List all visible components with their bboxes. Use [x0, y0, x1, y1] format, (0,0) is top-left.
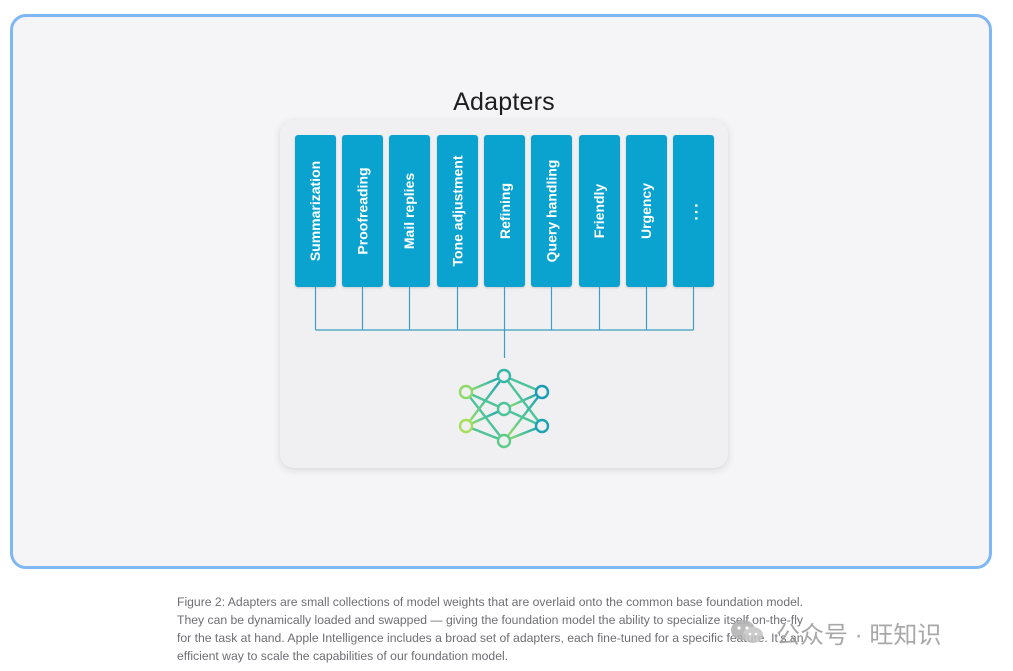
- neural-network-icon: [458, 368, 550, 449]
- adapter-tile-more: ...: [673, 135, 714, 287]
- caption-line: for the task at hand. Apple Intelligence…: [177, 631, 804, 645]
- wechat-icon: [731, 620, 763, 643]
- caption-line: Figure 2: Adapters are small collections…: [177, 595, 803, 609]
- adapter-tile-urgency: Urgency: [626, 135, 667, 287]
- adapter-tile-mail-replies: Mail replies: [389, 135, 430, 287]
- adapter-tiles: Summarization Proofreading Mail replies …: [295, 135, 715, 287]
- adapter-tile-proofreading: Proofreading: [342, 135, 383, 287]
- adapter-tile-friendly: Friendly: [579, 135, 620, 287]
- connector-lines: [314, 287, 695, 449]
- adapter-tile-tone-adjustment: Tone adjustment: [437, 135, 478, 287]
- adapter-tile-refining: Refining: [484, 135, 525, 287]
- adapters-card: Summarization Proofreading Mail replies …: [280, 120, 728, 468]
- adapter-tile-summarization: Summarization: [295, 135, 336, 287]
- figure-caption: Figure 2: Adapters are small collections…: [177, 593, 837, 665]
- watermark: 公众号 · 旺知识: [728, 612, 988, 652]
- caption-line: They can be dynamically loaded and swapp…: [177, 613, 803, 627]
- watermark-text: 公众号 · 旺知识: [776, 621, 942, 649]
- adapter-tile-query-handling: Query handling: [531, 135, 572, 287]
- caption-line: efficient way to scale the capabilities …: [177, 649, 509, 663]
- diagram-title: Adapters: [453, 88, 555, 116]
